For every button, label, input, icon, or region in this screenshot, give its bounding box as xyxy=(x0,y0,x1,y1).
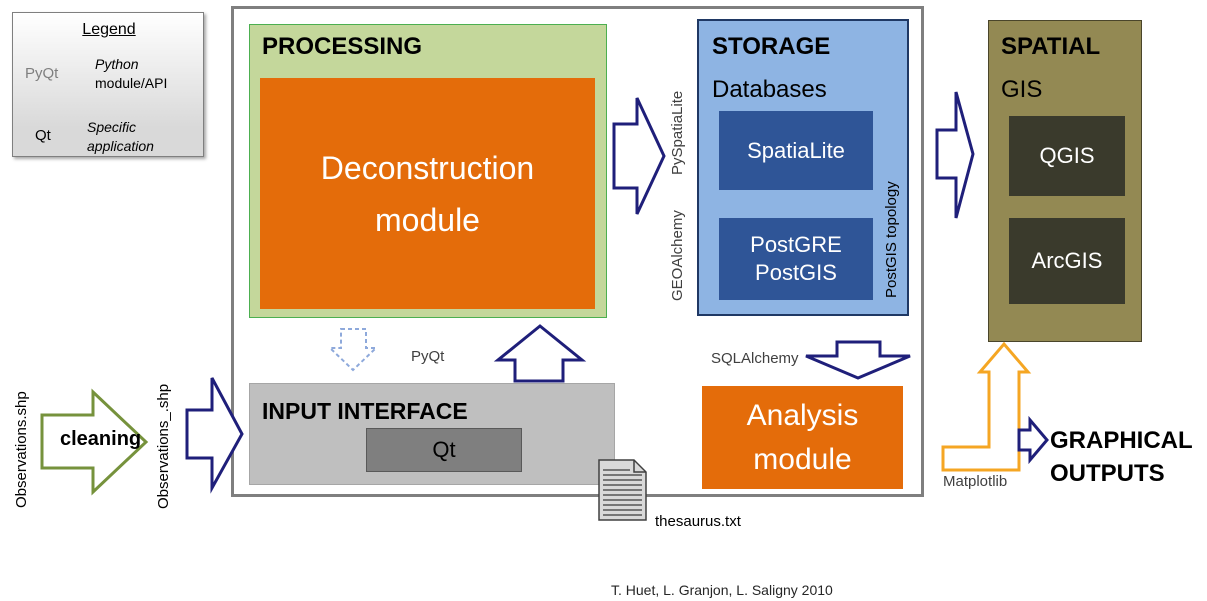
legend-title: Legend xyxy=(82,21,136,38)
legend-value-python: Python module/API xyxy=(95,55,167,93)
graphical-outputs-line2: OUTPUTS xyxy=(1050,460,1165,487)
arrow-right-icon xyxy=(612,97,666,215)
cleaning-arrow-icon xyxy=(40,388,149,496)
legend-value-python-line2: module/API xyxy=(95,75,168,91)
input-interface-title: INPUT INTERFACE xyxy=(262,398,468,424)
arrow-down-icon xyxy=(805,340,911,380)
spatial-subtitle: GIS xyxy=(1001,76,1043,103)
observations-clean-file-label: Observations_.shp xyxy=(155,383,172,509)
dashed-down-arrow-icon xyxy=(327,328,379,372)
spatial-title: SPATIAL xyxy=(1001,33,1101,60)
legend-key-pyqt: PyQt xyxy=(25,65,59,82)
spatialite-db: SpatiaLite xyxy=(719,111,873,190)
arrow-right-icon xyxy=(1017,415,1049,465)
storage-subtitle: Databases xyxy=(712,76,827,103)
postgis-db: PostGRE PostGIS xyxy=(719,218,873,300)
postgis-db-line2: PostGIS xyxy=(755,260,837,285)
storage-title: STORAGE xyxy=(712,33,831,60)
deconstruction-module: Deconstruction module xyxy=(260,78,595,309)
pyqt-label: PyQt xyxy=(411,348,445,365)
deconstruction-module-line2: module xyxy=(375,201,480,238)
cleaning-label: cleaning xyxy=(60,428,142,450)
sqlalchemy-label: SQLAlchemy xyxy=(711,350,799,367)
credit-text: T. Huet, L. Granjon, L. Saligny 2010 xyxy=(611,582,833,598)
postgis-db-line1: PostGRE xyxy=(750,232,842,257)
graphical-outputs-line1: GRAPHICAL xyxy=(1050,427,1193,454)
matplotlib-label: Matplotlib xyxy=(943,473,1008,490)
legend-key-qt: Qt xyxy=(35,127,51,144)
arcgis-app: ArcGIS xyxy=(1009,218,1125,304)
processing-title: PROCESSING xyxy=(262,33,423,60)
analysis-module-line2: module xyxy=(753,442,852,476)
legend-value-python-line1: Python xyxy=(95,56,139,72)
qgis-app: QGIS xyxy=(1009,116,1125,196)
legend: Legend PyQt Python module/API Qt Specifi… xyxy=(12,12,204,157)
legend-value-application-line2: application xyxy=(87,138,154,154)
document-icon xyxy=(598,459,647,521)
analysis-module-line1: Analysis xyxy=(746,398,859,432)
arrow-right-icon xyxy=(935,91,975,219)
observations-file-label: Observations.shp xyxy=(13,391,30,508)
qt-app: Qt xyxy=(366,428,522,472)
thesaurus-file-label: thesaurus.txt xyxy=(655,513,741,530)
graphical-outputs: GRAPHICAL OUTPUTS xyxy=(1050,424,1193,490)
deconstruction-module-line1: Deconstruction xyxy=(320,149,535,186)
arrow-up-icon xyxy=(493,324,587,383)
arrow-right-icon xyxy=(185,377,244,494)
analysis-module: Analysis module xyxy=(702,386,903,489)
legend-value-application: Specific application xyxy=(87,118,154,156)
arrow-orange-icon xyxy=(941,341,1032,472)
legend-value-application-line1: Specific xyxy=(87,119,137,135)
